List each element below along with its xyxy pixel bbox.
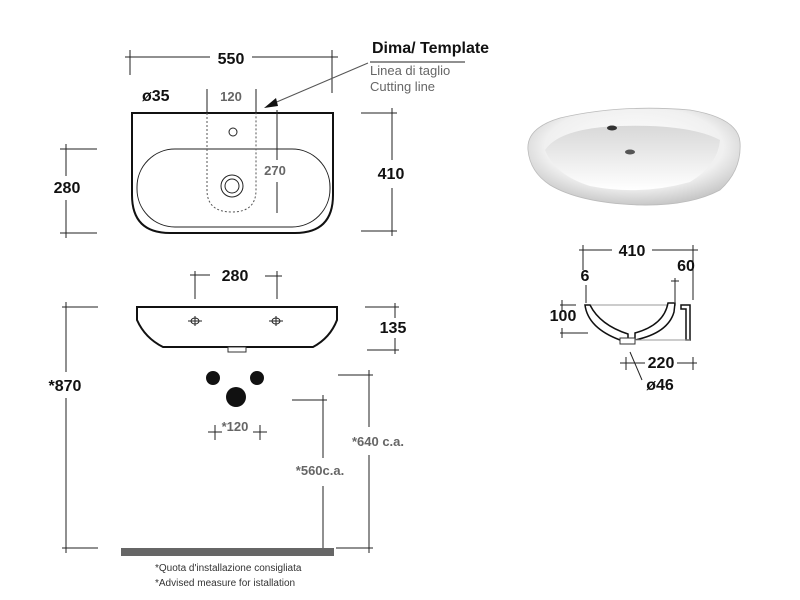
dim-holes-label: 280: [222, 268, 249, 285]
section-drain: [619, 337, 636, 345]
drain-diameter-label: ø46: [646, 377, 674, 394]
dim-width-line: [125, 50, 338, 93]
dim-pipes-label: *120: [222, 419, 249, 434]
template-line-en: Cutting line: [370, 79, 435, 94]
dim-install-line: [62, 302, 98, 553]
dim-holes-line: [190, 271, 282, 299]
bowl-outline: [136, 148, 331, 228]
water-pipe-left: [206, 371, 220, 385]
template-title: Dima/ Template: [372, 40, 489, 57]
tap-hole-diameter: ø35: [142, 88, 170, 105]
dim-depth-line: [361, 108, 397, 236]
tap-hole: [228, 127, 238, 137]
dim-60-line: [671, 278, 679, 302]
dim-6-label: 6: [581, 268, 590, 285]
front-view: 280 135 *870 *120 *560c.a. *640 c.a. *Qu…: [49, 268, 407, 589]
water-pipe-right: [250, 371, 264, 385]
template-arrow-line: [271, 62, 369, 105]
fixing-hole-right: [269, 316, 283, 326]
section-bowl-right: [634, 302, 676, 341]
photo-tap-hole: [607, 125, 617, 131]
template-width-label: 120: [220, 89, 242, 104]
dim-220-line: [620, 357, 697, 370]
dim-pipes-crosses: [208, 425, 267, 440]
dim-560-label: *560c.a.: [296, 463, 344, 478]
dim-560-line: [292, 395, 327, 550]
template-depth-label: 270: [264, 163, 286, 178]
dim-bowl-label: 280: [54, 180, 81, 197]
basin-outline-top: [131, 112, 334, 234]
dim-depth-label: 410: [378, 166, 405, 183]
template-width-ticks: [206, 89, 257, 113]
fixing-hole-left: [188, 316, 202, 326]
dim-install-label: *870: [49, 378, 82, 395]
dim-640-line: [336, 370, 373, 553]
basin-photo: [527, 107, 741, 206]
floor-line: [121, 548, 334, 556]
front-drain-stub: [227, 346, 247, 353]
dim-100-label: 100: [550, 308, 577, 325]
section-depth-label: 410: [619, 243, 646, 260]
dim-bowl-line: [60, 144, 97, 238]
template-cutting-line: [206, 113, 257, 213]
dim-220-label: 220: [648, 355, 675, 372]
dim-100-line: [560, 300, 588, 338]
dim-640-label: *640 c.a.: [352, 434, 404, 449]
template-line-it: Linea di taglio: [370, 63, 450, 78]
dim-height-line: [365, 303, 399, 354]
waste-pipe: [226, 387, 246, 407]
note-italian: *Quota d'installazione consigliata: [155, 563, 302, 574]
dim-width-label: 550: [218, 51, 245, 68]
top-view: 550 Dima/ Template Linea di taglio Cutti…: [54, 40, 489, 238]
section-bowl-left: [584, 304, 629, 341]
dim-height-label: 135: [380, 320, 407, 337]
section-view: 410 60 6 100 220 ø46: [550, 243, 698, 394]
arrow-head-icon: [264, 98, 278, 108]
drain-outer: [220, 174, 244, 198]
photo-drain: [625, 149, 635, 155]
note-english: *Advised measure for istallation: [155, 578, 295, 589]
dim-60-label: 60: [677, 258, 695, 275]
section-depth-line: [579, 245, 698, 300]
drain-leader-line: [629, 351, 643, 381]
basin-outline-front: [136, 306, 338, 348]
section-wall-flange: [680, 304, 691, 341]
drain-inner: [224, 178, 240, 194]
